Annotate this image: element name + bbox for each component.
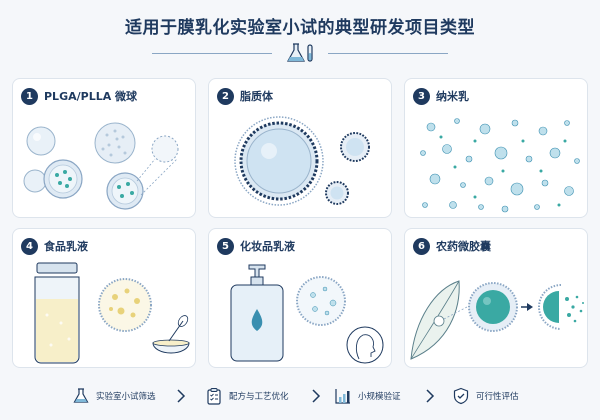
pesticide-microcapsules-illustration [410,280,584,360]
chevron-right-icon [177,389,186,403]
clipboard-icon [207,388,221,405]
workflow-step-feasibility-assessment: 可行性评估 [452,372,519,420]
chevron-right-icon [426,389,435,403]
title-divider-left [152,53,272,54]
card-cosmetic-emulsion: 5 化妆品乳液 [208,228,392,368]
card-title: 农药微胶囊 [436,240,491,253]
workflow-step-small-scale-validation: 小规模验证 [334,372,401,420]
workflow-step-lab-screening: 实验室小试筛选 [72,372,156,420]
title-divider-right [328,53,448,54]
card-number: 4 [21,238,38,255]
microspheres-illustration [23,122,179,210]
workflow-step-label: 实验室小试筛选 [96,392,156,402]
workflow-step-formulation-optimization: 配方与工艺优化 [205,372,289,420]
food-emulsion-illustration [34,262,190,364]
card-plga-plla-microspheres: 1 PLGA/PLLA 微球 [12,78,196,218]
page-title: 适用于膜乳化实验室小试的典型研发项目类型 [125,18,475,38]
chevron-right-icon [312,389,321,403]
card-title: 食品乳液 [44,240,88,253]
card-number: 6 [413,238,430,255]
card-title: 纳米乳 [436,90,469,103]
card-pesticide-microcapsules: 6 农药微胶囊 [404,228,588,368]
workflow-footer: 实验室小试筛选 配方与工艺优化 小规模验证 可行性评估 [0,372,600,420]
bar-chart-icon [335,389,350,404]
card-number: 5 [217,238,234,255]
shield-check-icon [453,387,469,405]
liposome-illustration [234,116,370,206]
workflow-step-label: 配方与工艺优化 [229,392,289,402]
card-title: 化妆品乳液 [240,240,295,253]
workflow-step-label: 可行性评估 [476,392,519,402]
card-title: PLGA/PLLA 微球 [44,90,138,103]
cosmetic-emulsion-illustration [230,264,384,364]
card-nanoemulsion: 3 纳米乳 [404,78,588,218]
card-number: 1 [21,88,38,105]
card-title: 脂质体 [240,90,273,103]
card-number: 3 [413,88,430,105]
card-food-emulsion: 4 食品乳液 [12,228,196,368]
header: 适用于膜乳化实验室小试的典型研发项目类型 [0,0,600,70]
nanoemulsion-droplets-illustration [420,118,580,213]
card-number: 2 [217,88,234,105]
workflow-step-label: 小规模验证 [358,392,401,402]
card-liposomes: 2 脂质体 [208,78,392,218]
lab-glassware-icon [286,43,313,62]
flask-icon [73,388,89,403]
